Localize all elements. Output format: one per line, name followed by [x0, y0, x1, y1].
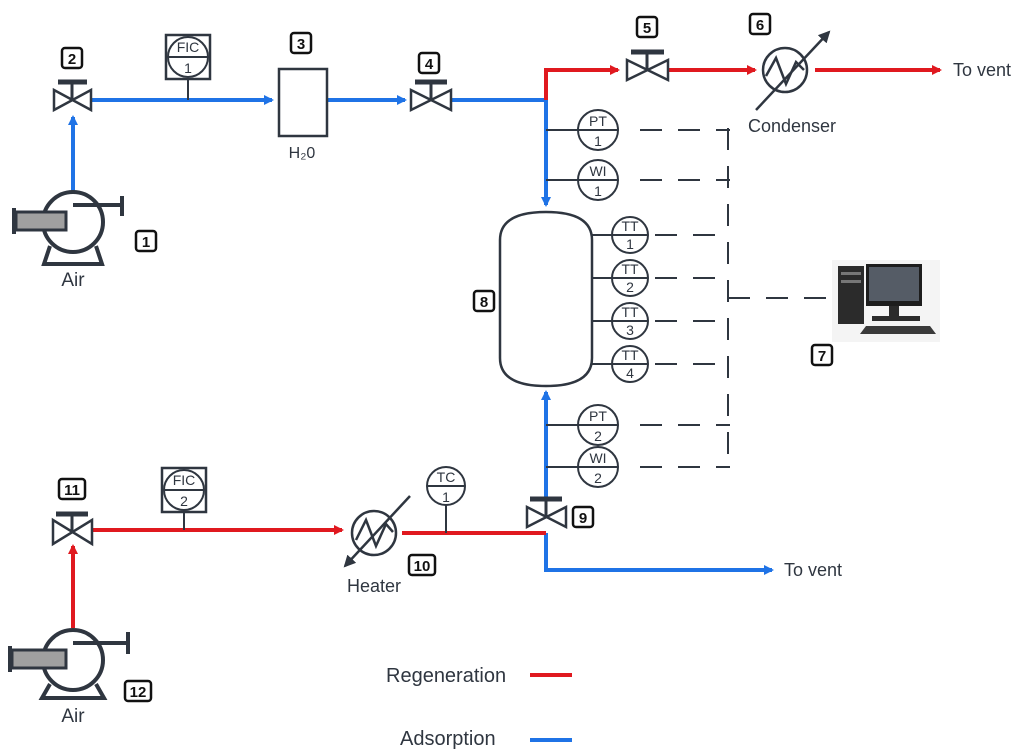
valve-11 [53, 514, 92, 544]
heater [345, 496, 410, 566]
wi-2-number: 2 [594, 470, 602, 486]
pipe-vessel-to-valve5 [546, 70, 618, 100]
condenser-label: Condenser [748, 116, 836, 136]
pt-2-number: 2 [594, 428, 602, 444]
svg-text:9: 9 [579, 510, 587, 527]
heater-label: Heater [347, 576, 401, 596]
valve-5 [627, 52, 668, 80]
tt-1: TT 1 [612, 217, 648, 253]
tag-8: 8 [474, 291, 494, 311]
svg-text:2: 2 [68, 51, 76, 68]
signal-lines [640, 128, 830, 468]
tt-3-type: TT [621, 304, 639, 320]
wi-1-type: WI [589, 163, 606, 179]
pipe-valve9-to-vent [546, 533, 772, 570]
fic-2-type: FIC [173, 472, 196, 488]
pt-1-type: PT [589, 113, 607, 129]
pt-2: PT 2 [578, 405, 618, 445]
tt-4-type: TT [621, 347, 639, 363]
tt-4-number: 4 [626, 365, 634, 381]
vent-label-top: To vent [953, 60, 1011, 80]
tag-7: 7 [812, 345, 832, 365]
tt-2: TT 2 [612, 260, 648, 296]
pump-12 [10, 630, 128, 698]
svg-text:12: 12 [130, 684, 147, 701]
tag-10: 10 [409, 555, 435, 575]
pt-1-number: 1 [594, 133, 602, 149]
wi-2-type: WI [589, 450, 606, 466]
svg-text:4: 4 [425, 56, 434, 73]
fic-2: FIC 2 [162, 468, 206, 512]
valve-9 [527, 499, 566, 527]
tt-1-number: 1 [626, 236, 634, 252]
tc-1-number: 1 [442, 489, 450, 505]
tag-5: 5 [637, 17, 657, 37]
air-label-top: Air [61, 270, 85, 291]
valve-2 [54, 82, 91, 110]
pump-1 [14, 192, 122, 264]
tag-4: 4 [419, 53, 439, 73]
tt-1-type: TT [621, 218, 639, 234]
wi-1-number: 1 [594, 183, 602, 199]
tc-1-type: TC [437, 469, 456, 485]
tt-3-number: 3 [626, 322, 634, 338]
tag-11: 11 [59, 479, 85, 499]
h2o-saturator [279, 69, 327, 136]
tag-9: 9 [573, 507, 593, 527]
tt-4: TT 4 [612, 346, 648, 382]
air-label-bottom: Air [61, 706, 85, 727]
computer-icon [832, 260, 940, 342]
h2o-label: H₂0 [289, 145, 316, 162]
svg-text:1: 1 [142, 234, 150, 251]
adsorption-column [500, 212, 592, 386]
fic-1-type: FIC [177, 39, 200, 55]
pipe-valve4-to-vessel [451, 100, 546, 205]
svg-text:6: 6 [756, 17, 764, 34]
svg-text:3: 3 [297, 36, 305, 53]
svg-text:7: 7 [818, 348, 826, 365]
tt-3: TT 3 [612, 303, 648, 339]
legend-adsorption-label: Adsorption [400, 728, 496, 749]
tc-1: TC 1 [427, 467, 465, 505]
pt-2-type: PT [589, 408, 607, 424]
tag-6: 6 [750, 14, 770, 34]
svg-text:8: 8 [480, 294, 488, 311]
tag-2: 2 [62, 48, 82, 68]
fic-1: FIC 1 [166, 35, 210, 79]
tt-2-type: TT [621, 261, 639, 277]
tag-12: 12 [125, 681, 151, 701]
svg-text:11: 11 [64, 482, 80, 499]
fic-2-number: 2 [180, 493, 188, 509]
wi-2: WI 2 [578, 447, 618, 487]
valve-4 [411, 82, 451, 110]
tag-1: 1 [136, 231, 156, 251]
fic-1-number: 1 [184, 60, 192, 76]
tag-3: 3 [291, 33, 311, 53]
svg-text:10: 10 [414, 558, 431, 575]
vent-label-bottom: To vent [784, 560, 842, 580]
svg-text:5: 5 [643, 20, 651, 37]
pt-1: PT 1 [578, 110, 618, 150]
tt-2-number: 2 [626, 279, 634, 295]
wi-1: WI 1 [578, 160, 618, 200]
legend-regeneration-label: Regeneration [386, 665, 506, 687]
